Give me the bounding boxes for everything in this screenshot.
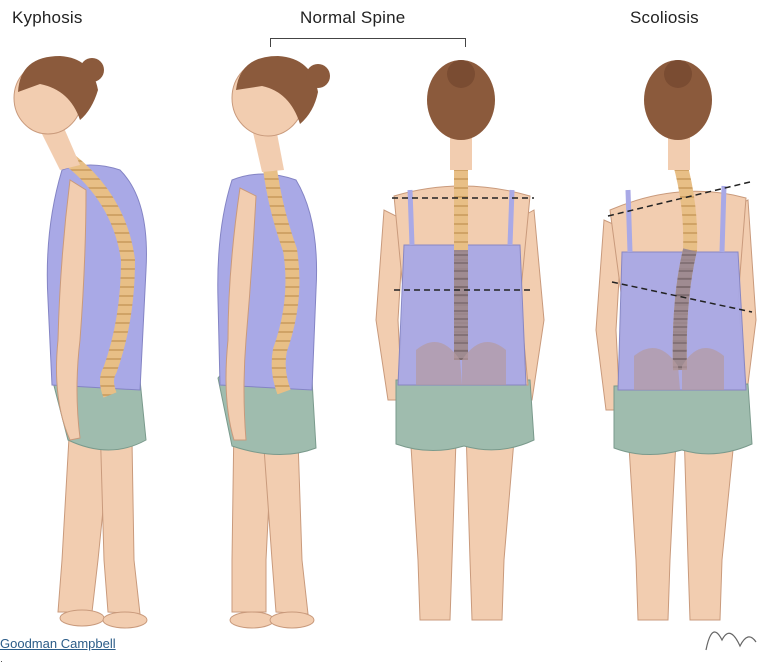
normal-back-figure <box>376 60 544 620</box>
kyphosis-figure <box>14 56 147 628</box>
artist-signature <box>706 632 756 650</box>
normal-side-figure <box>218 56 330 628</box>
stray-mark: · <box>0 656 3 666</box>
credit-link[interactable]: Goodman Campbell <box>0 636 116 651</box>
scoliosis-figure <box>596 60 756 650</box>
